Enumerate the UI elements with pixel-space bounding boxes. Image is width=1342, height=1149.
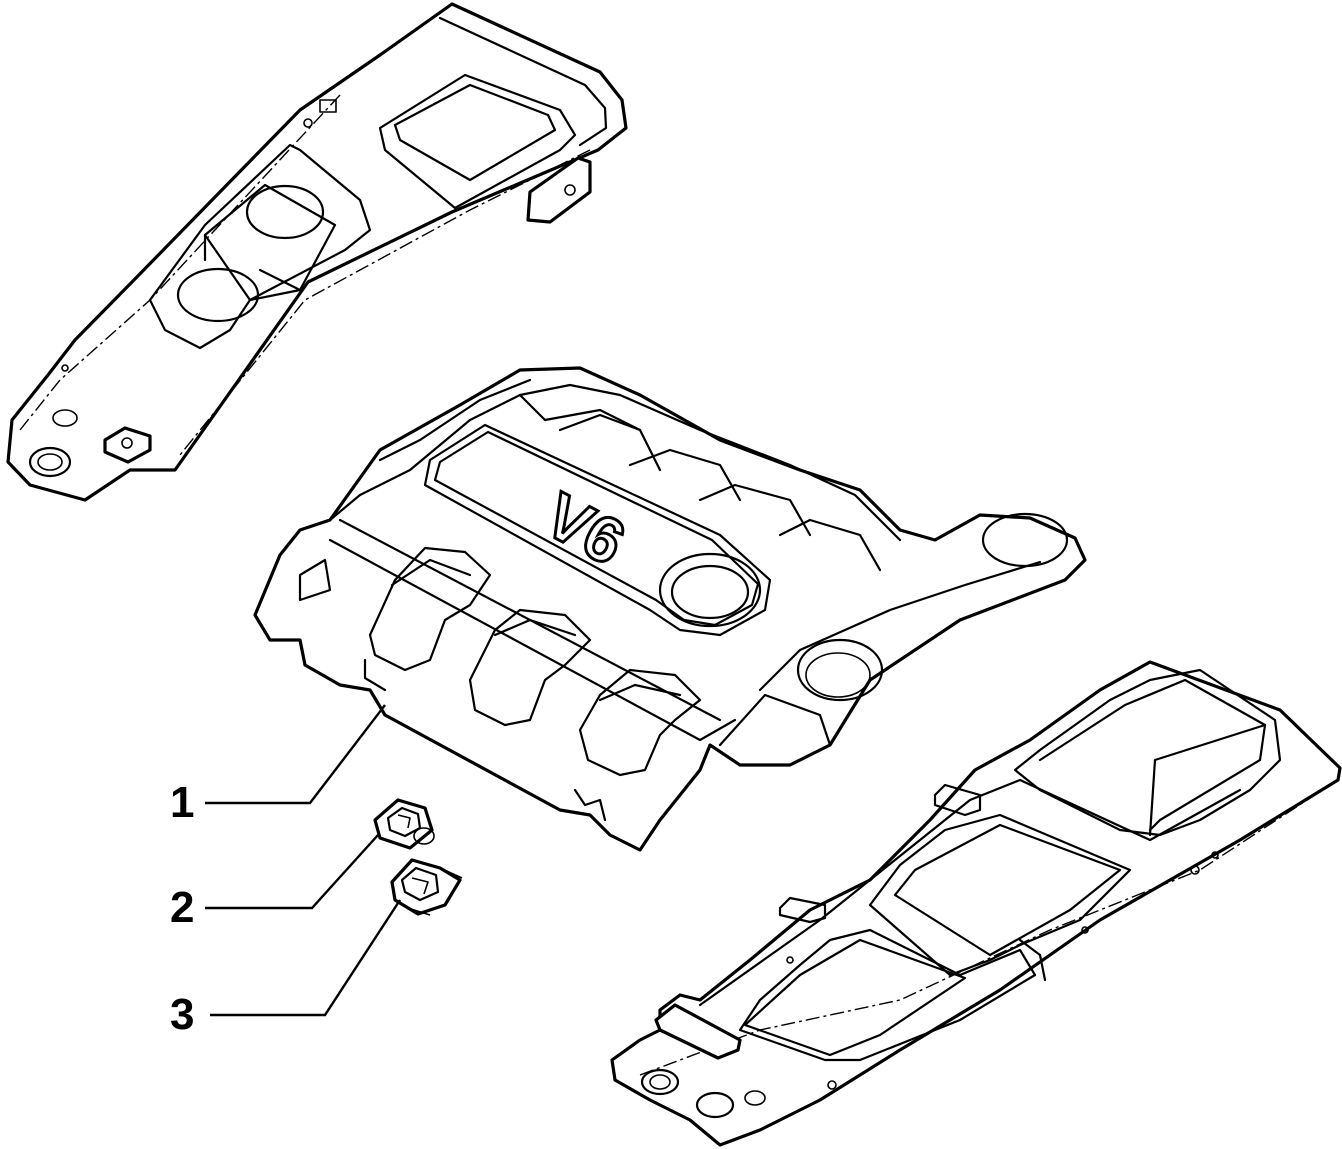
callout-number-2: 2 xyxy=(170,883,194,932)
clip-part-2 xyxy=(373,798,435,850)
leader-line-3 xyxy=(210,899,402,1017)
lower-right-heat-shield xyxy=(610,660,1342,1147)
clip-part-3 xyxy=(390,858,463,916)
leader-line-2 xyxy=(205,834,379,910)
leader-line-1 xyxy=(205,704,386,805)
callout-number-1: 1 xyxy=(170,778,194,827)
callout-number-3: 3 xyxy=(170,990,194,1039)
engine-cover: V6 xyxy=(253,366,1087,852)
upper-left-heat-shield xyxy=(6,2,628,502)
callout-leaders xyxy=(205,704,402,1017)
